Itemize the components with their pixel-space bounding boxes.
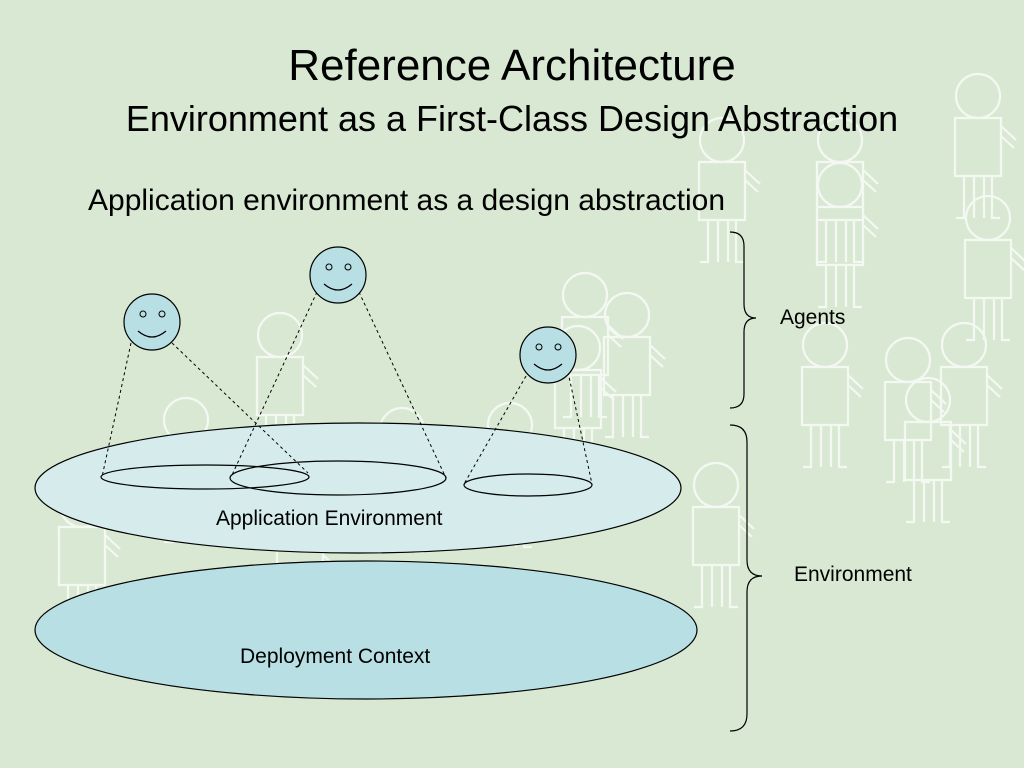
slide-subtitle: Environment as a First-Class Design Abst… [125, 98, 899, 139]
background-stick-figure [800, 321, 864, 469]
background-stick-figure [963, 194, 1024, 342]
background-stick-figure [883, 336, 947, 484]
slide-title: Reference Architecture [288, 41, 736, 90]
background-stick-figure [815, 116, 879, 264]
agent-scope-right [463, 473, 593, 497]
agent-face-left [123, 293, 181, 351]
application-environment-label: Application Environment [216, 507, 443, 530]
environment-brace [729, 424, 763, 732]
background-stick-figure [691, 461, 755, 609]
background-stick-figure [815, 161, 879, 309]
projection-line [463, 375, 527, 485]
deployment-context-ellipse [34, 560, 698, 700]
projection-line [171, 342, 309, 474]
bullet-text: Application environment as a design abst… [88, 184, 726, 217]
agent-face-top [309, 246, 367, 304]
agents-label: Agents [780, 306, 846, 329]
environment-label: Environment [794, 563, 912, 586]
projection-line [358, 291, 447, 479]
projection-line [101, 342, 132, 478]
background-stick-figure [602, 291, 666, 439]
agents-brace [729, 231, 757, 409]
agent-scope-left [100, 464, 310, 490]
background-stick-figure [903, 376, 967, 524]
deployment-context-label: Deployment Context [240, 645, 431, 668]
projection-line [567, 371, 593, 485]
background-stick-figure [953, 72, 1017, 220]
projection-line [231, 291, 318, 476]
application-environment-ellipse [34, 422, 682, 554]
agent-face-right [519, 326, 577, 384]
background-stick-figure [697, 116, 761, 264]
